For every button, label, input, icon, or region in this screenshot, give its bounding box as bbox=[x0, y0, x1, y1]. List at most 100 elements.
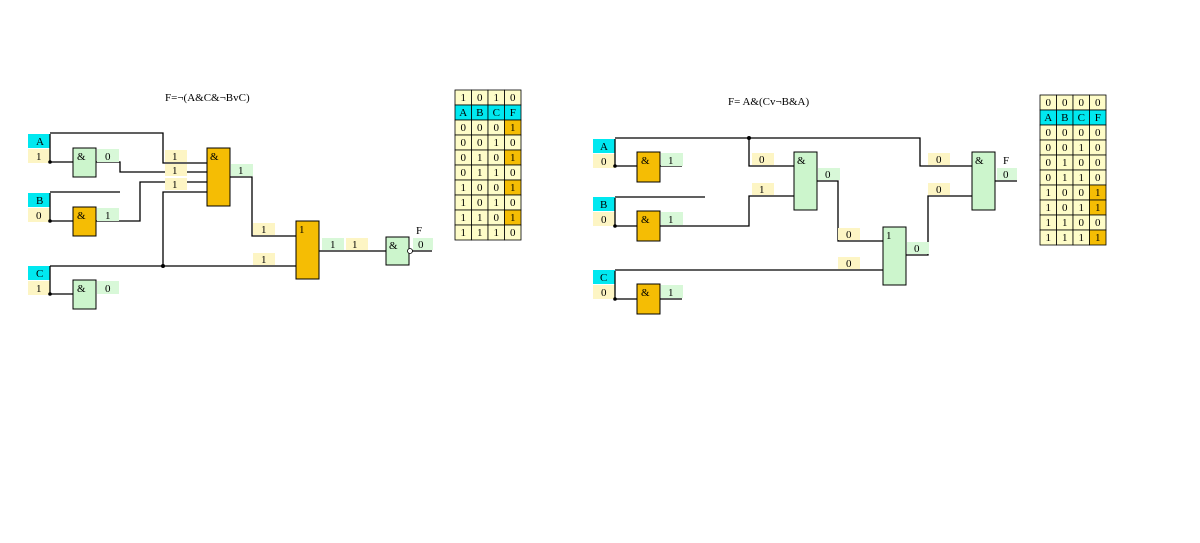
truth-table-value: 0 bbox=[1095, 172, 1101, 184]
not-gate-c[interactable] bbox=[636, 283, 661, 315]
inversion-bubble bbox=[407, 248, 413, 254]
input-c-value-box[interactable] bbox=[593, 285, 615, 299]
not-b-output-box bbox=[661, 212, 683, 225]
and3-gate[interactable] bbox=[206, 147, 231, 207]
truth-table-value: 0 bbox=[1079, 217, 1085, 229]
truth-table-value: 1 bbox=[477, 167, 483, 179]
final-and-gate[interactable] bbox=[971, 151, 996, 211]
truth-table-value: 1 bbox=[1062, 172, 1068, 184]
input-b-value-box[interactable] bbox=[28, 208, 50, 222]
or-gate[interactable] bbox=[295, 220, 320, 280]
or-input-2: 0 bbox=[846, 258, 852, 270]
input-c-value: 0 bbox=[601, 287, 607, 299]
input-b-name-box bbox=[593, 197, 615, 211]
truth-table-value: 1 bbox=[477, 152, 483, 164]
or-input-box bbox=[253, 223, 275, 235]
input-c-name: C bbox=[36, 268, 43, 280]
truth-table-value: 1 bbox=[1079, 142, 1085, 154]
and1-output: 0 bbox=[825, 169, 831, 181]
truth-table-value: 0 bbox=[1046, 157, 1052, 169]
truth-table-header: B bbox=[476, 107, 483, 119]
truth-table-header: F bbox=[1095, 112, 1101, 124]
input-c-value: 1 bbox=[36, 283, 42, 295]
not-a-output-box bbox=[661, 153, 683, 166]
truth-table-value: 1 bbox=[494, 197, 500, 209]
truth-table-value: 1 bbox=[461, 212, 467, 224]
truth-table-value: 0 bbox=[510, 197, 516, 209]
truth-table-value: 1 bbox=[1062, 217, 1068, 229]
output-f-value: 0 bbox=[1003, 169, 1009, 181]
truth-table-value: 1 bbox=[461, 182, 467, 194]
truth-table-value: 0 bbox=[1062, 97, 1068, 109]
input-c-value-box[interactable] bbox=[28, 281, 50, 295]
input-b-value-box[interactable] bbox=[593, 212, 615, 226]
or-input-box bbox=[838, 257, 860, 269]
or-output-box bbox=[907, 242, 929, 254]
and3-input-3: 1 bbox=[172, 179, 178, 191]
not-gate-b[interactable] bbox=[636, 210, 661, 242]
input-b-name: B bbox=[36, 195, 43, 207]
truth-table-value: 0 bbox=[461, 152, 467, 164]
input-a-name: A bbox=[36, 136, 44, 148]
final-input: 1 bbox=[352, 239, 358, 251]
not-c-output-box bbox=[661, 285, 683, 298]
wire bbox=[817, 180, 883, 242]
truth-table-value: 1 bbox=[1079, 232, 1085, 244]
truth-table-value: 0 bbox=[1046, 172, 1052, 184]
truth-table-value: 1 bbox=[1095, 187, 1101, 199]
truth-table-value: 0 bbox=[1095, 217, 1101, 229]
input-b-value: 0 bbox=[36, 210, 42, 222]
truth-table-value: 0 bbox=[494, 152, 500, 164]
truth-table-value: 1 bbox=[1046, 202, 1052, 214]
not-gate-b[interactable] bbox=[72, 206, 97, 237]
truth-table-value: 1 bbox=[1046, 217, 1052, 229]
truth-table-value: 0 bbox=[494, 122, 500, 134]
truth-table-value: 0 bbox=[477, 197, 483, 209]
wire bbox=[660, 195, 794, 227]
not-c-output: 0 bbox=[105, 283, 111, 295]
truth-table-value: 1 bbox=[461, 92, 467, 104]
and3-input-box bbox=[165, 150, 187, 162]
input-c-name-box bbox=[28, 266, 50, 280]
truth-table-value: 0 bbox=[477, 122, 483, 134]
input-a-value-box[interactable] bbox=[593, 154, 615, 168]
gate-symbol: & bbox=[389, 240, 398, 252]
truth-table-value: 1 bbox=[1046, 187, 1052, 199]
truth-table-value: 1 bbox=[510, 122, 516, 134]
gate-symbol: & bbox=[210, 151, 219, 163]
wire bbox=[748, 138, 794, 167]
and1-input-box bbox=[752, 153, 774, 165]
input-a-value-box[interactable] bbox=[28, 149, 50, 163]
junction-dot bbox=[613, 164, 617, 168]
truth-table-value: 1 bbox=[1095, 202, 1101, 214]
gate-symbol: & bbox=[77, 151, 86, 163]
and1-input-box bbox=[752, 183, 774, 195]
and1-gate[interactable] bbox=[793, 151, 818, 211]
truth-table-value: 1 bbox=[494, 92, 500, 104]
or-input-1: 0 bbox=[846, 229, 852, 241]
junction-dot bbox=[161, 264, 165, 268]
truth-table-header: F bbox=[510, 107, 516, 119]
truth-table-value: 1 bbox=[494, 137, 500, 149]
not-gate-a[interactable] bbox=[636, 151, 661, 183]
truth-table-value: 0 bbox=[494, 182, 500, 194]
input-b-name-box bbox=[28, 193, 50, 207]
output-f-name: F bbox=[416, 225, 422, 237]
truth-table-value: 1 bbox=[510, 182, 516, 194]
truth-table-header: C bbox=[493, 107, 500, 119]
or-gate[interactable] bbox=[882, 226, 907, 286]
truth-table-value: 0 bbox=[1079, 187, 1085, 199]
not-gate-a[interactable] bbox=[72, 147, 97, 178]
truth-table-value: 0 bbox=[1095, 157, 1101, 169]
not-gate-c[interactable] bbox=[72, 279, 97, 310]
and3-input-2: 1 bbox=[172, 165, 178, 177]
output-f-value: 0 bbox=[418, 239, 424, 251]
final-input-box bbox=[928, 153, 950, 165]
and1-input-2: 1 bbox=[759, 184, 765, 196]
truth-table-value: 0 bbox=[1079, 127, 1085, 139]
truth-table-value: 0 bbox=[510, 92, 516, 104]
truth-table-value: 0 bbox=[477, 182, 483, 194]
or-output-box bbox=[322, 238, 344, 250]
